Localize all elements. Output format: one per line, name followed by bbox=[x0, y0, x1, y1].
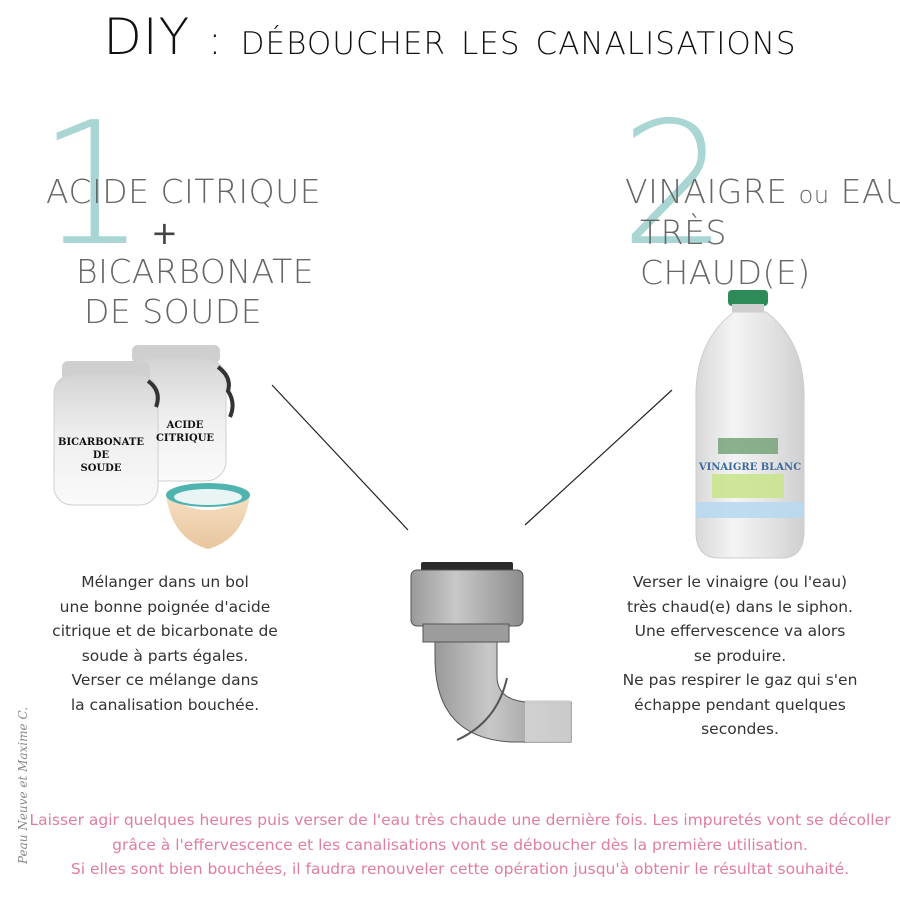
jar-right-label: ACIDE CITRIQUE bbox=[155, 420, 215, 444]
drain-pipe-illustration bbox=[410, 562, 572, 743]
step1-heading-line2: Bicarbonate bbox=[76, 252, 315, 291]
connector-line-right bbox=[524, 389, 673, 526]
step1-number: 1 bbox=[38, 86, 147, 284]
footer-instructions: Laisser agir quelques heures puis verser… bbox=[29, 811, 891, 878]
step1-description: Mélanger dans un bol une bonne poignée d… bbox=[52, 573, 278, 714]
step2-description: Verser le vinaigre (ou l'eau) très chaud… bbox=[622, 573, 858, 738]
page-title: DIY: déboucher les canalisations bbox=[0, 8, 900, 66]
signature: Peau Neuve et Maxime C. bbox=[16, 706, 30, 864]
bottle-icon bbox=[695, 290, 805, 559]
title-text: déboucher les canalisations bbox=[240, 14, 797, 65]
jar-left-label: BICARBONATE DE SOUDE bbox=[58, 437, 144, 474]
drain-pipe-icon bbox=[410, 562, 572, 743]
jars-illustration bbox=[53, 345, 250, 549]
step2-heading-line1: Vinaigre ou eau bbox=[625, 172, 900, 211]
step1-heading-line1: Acide citrique bbox=[46, 172, 322, 211]
step1-heading-line3: de soude bbox=[84, 292, 263, 331]
step1-plus: + bbox=[151, 214, 178, 252]
step2-number: 2 bbox=[620, 86, 729, 284]
step2-heading-line2: très chaud(e) bbox=[640, 213, 811, 292]
bowl-icon bbox=[166, 483, 250, 549]
bottle-illustration bbox=[695, 290, 805, 559]
title-separator: : bbox=[208, 18, 223, 64]
bottle-cap bbox=[728, 290, 768, 306]
bottle-label: VINAIGRE BLANC bbox=[698, 462, 802, 473]
connector-line-left bbox=[271, 384, 409, 531]
title-diy: DIY bbox=[103, 8, 191, 66]
jar-baking-soda bbox=[53, 361, 160, 506]
